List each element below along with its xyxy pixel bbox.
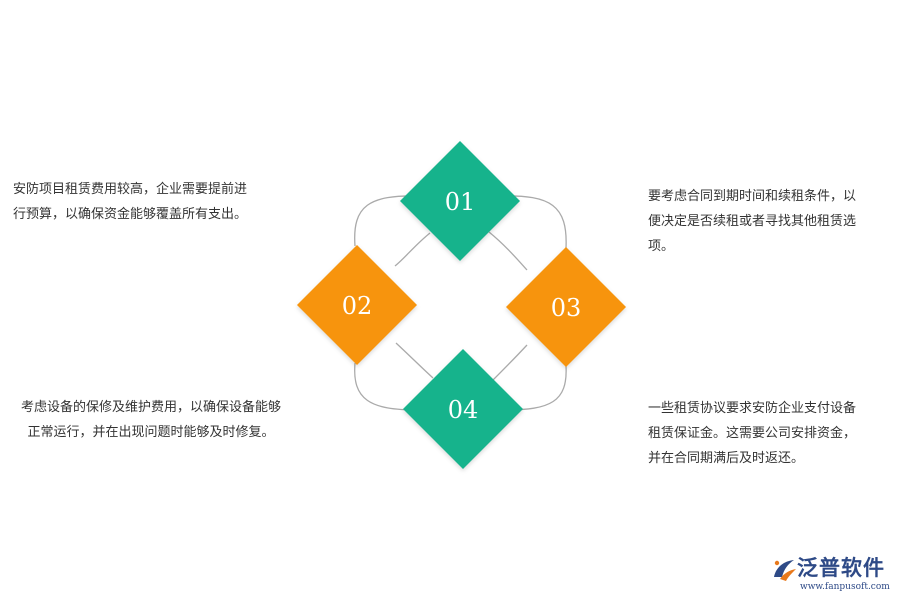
diamond-02-shape bbox=[297, 245, 417, 365]
arc-01-03 bbox=[501, 195, 567, 249]
item-03-line-3: 项。 bbox=[648, 239, 675, 254]
item-03-line-1: 要考虑合同到期时间和续租条件，以 bbox=[648, 189, 857, 204]
logo-url: www.fanpusoft.com bbox=[800, 582, 890, 592]
item-04-line-3: 并在合同期满后及时返还。 bbox=[648, 451, 805, 466]
logo-name: 泛普软件 bbox=[797, 556, 885, 580]
diag-01-03 bbox=[488, 231, 528, 271]
item-04-line-2: 租赁保证金。这需要公司安排资金， bbox=[648, 426, 857, 441]
item-01-line-2: 行预算，以确保资金能够覆盖所有支出。 bbox=[13, 207, 248, 222]
item-02-line-2: 正常运行，并在出现问题时能够及时修复。 bbox=[27, 425, 275, 440]
item-03-description: 要考虑合同到期时间和续租条件，以 便决定是否续租或者寻找其他租赁选 项。 bbox=[648, 184, 856, 259]
diamond-03-shape bbox=[506, 247, 626, 367]
item-02-description: 考虑设备的保修及维护费用，以确保设备能够 正常运行，并在出现问题时能够及时修复。 bbox=[21, 395, 281, 445]
diamond-01-number: 01 bbox=[445, 188, 476, 216]
fanpusoft-logo: 泛普软件 www.fanpusoft.com bbox=[770, 551, 895, 595]
arc-02-04 bbox=[354, 362, 419, 411]
diamond-04: 04 bbox=[403, 349, 523, 469]
diamond-01-shape bbox=[400, 141, 520, 261]
diamond-01: 01 bbox=[400, 141, 520, 261]
connector-lines bbox=[354, 195, 567, 411]
diamond-04-number: 04 bbox=[448, 396, 479, 424]
item-02-line-1: 考虑设备的保修及维护费用，以确保设备能够 bbox=[21, 400, 282, 415]
diag-01-02 bbox=[394, 232, 431, 267]
diamond-02: 02 bbox=[297, 245, 417, 365]
diamond-02-number: 02 bbox=[342, 292, 373, 320]
diag-03-04 bbox=[491, 344, 528, 382]
diag-02-04 bbox=[395, 342, 434, 379]
item-04-line-1: 一些租赁协议要求安防企业支付设备 bbox=[648, 401, 857, 416]
item-04-description: 一些租赁协议要求安防企业支付设备 租赁保证金。这需要公司安排资金， 并在合同期满… bbox=[648, 396, 856, 471]
item-01-description: 安防项目租赁费用较高，企业需要提前进 行预算，以确保资金能够覆盖所有支出。 bbox=[13, 177, 247, 227]
item-03-line-2: 便决定是否续租或者寻找其他租赁选 bbox=[648, 214, 857, 229]
arc-01-02 bbox=[354, 195, 419, 247]
logo-mark-icon bbox=[774, 560, 796, 581]
diamond-04-shape bbox=[403, 349, 523, 469]
diamond-03-number: 03 bbox=[551, 294, 582, 322]
diamond-03: 03 bbox=[506, 247, 626, 367]
item-01-line-1: 安防项目租赁费用较高，企业需要提前进 bbox=[13, 182, 248, 197]
